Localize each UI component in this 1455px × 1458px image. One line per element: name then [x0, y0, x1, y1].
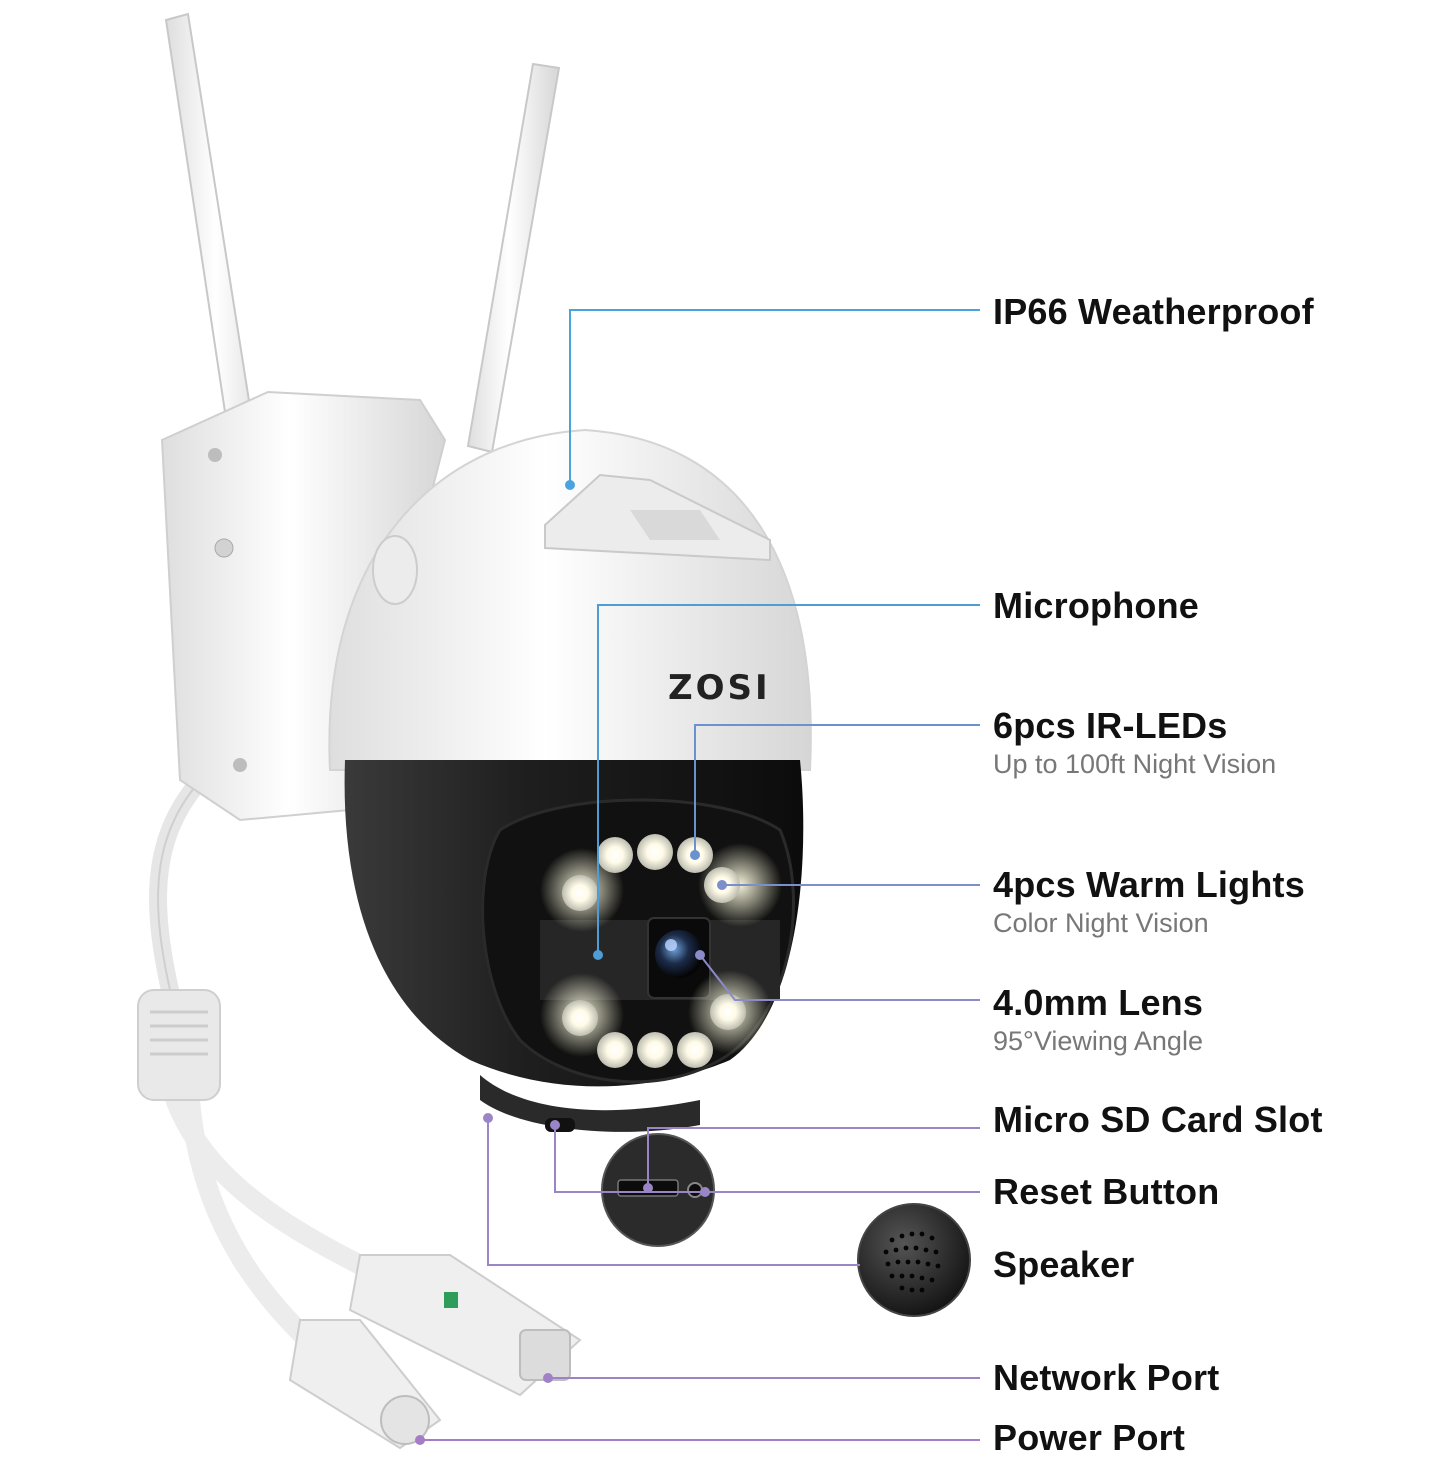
feature-power: Power Port: [993, 1418, 1185, 1458]
feature-microphone: Microphone: [993, 586, 1199, 626]
feature-warm-lights: 4pcs Warm Lights Color Night Vision: [993, 865, 1305, 939]
feature-ir-leds: 6pcs IR-LEDs Up to 100ft Night Vision: [993, 706, 1276, 780]
feature-lens: 4.0mm Lens 95°Viewing Angle: [993, 983, 1203, 1057]
feature-reset: Reset Button: [993, 1172, 1219, 1212]
feature-title: Power Port: [993, 1417, 1186, 1458]
feature-title: Microphone: [993, 585, 1199, 626]
feature-title: Reset Button: [993, 1171, 1220, 1212]
sd-slot-magnifier: [601, 1133, 715, 1247]
power-connector: [288, 1319, 442, 1450]
leader-sd-slot: [647, 1127, 980, 1188]
callout-lines: [420, 309, 980, 1441]
feature-speaker: Speaker: [993, 1245, 1135, 1285]
leader-ip66: [569, 309, 980, 485]
feature-title: Speaker: [993, 1244, 1135, 1285]
feature-title: 6pcs IR-LEDs: [993, 705, 1228, 746]
feature-subtitle: Up to 100ft Night Vision: [993, 749, 1277, 779]
speaker-magnifier: [857, 1203, 971, 1317]
feature-subtitle: Color Night Vision: [993, 908, 1209, 938]
feature-title: IP66 Weatherproof: [993, 291, 1314, 332]
network-connector: [348, 1254, 582, 1397]
callout-dots: [415, 480, 727, 1445]
cable-splitter: [137, 989, 221, 1101]
leader-reset: [554, 1125, 980, 1193]
brand-logo: ZOSI: [668, 668, 771, 708]
leader-lens: [699, 954, 980, 1001]
feature-ip66: IP66 Weatherproof: [993, 292, 1314, 332]
feature-title: Network Port: [993, 1357, 1220, 1398]
antenna-right: [466, 62, 561, 454]
led-array: [540, 834, 782, 1068]
feature-subtitle: 95°Viewing Angle: [993, 1026, 1203, 1056]
leader-microphone: [597, 604, 980, 955]
feature-title: Micro SD Card Slot: [993, 1099, 1323, 1140]
feature-network: Network Port: [993, 1358, 1219, 1398]
leader-ir-leds: [694, 724, 980, 855]
leader-speaker: [487, 1118, 860, 1266]
dome-housing: [328, 428, 812, 771]
feature-title: 4.0mm Lens: [993, 982, 1204, 1023]
feature-sd-slot: Micro SD Card Slot: [993, 1100, 1323, 1140]
feature-title: 4pcs Warm Lights: [993, 864, 1305, 905]
